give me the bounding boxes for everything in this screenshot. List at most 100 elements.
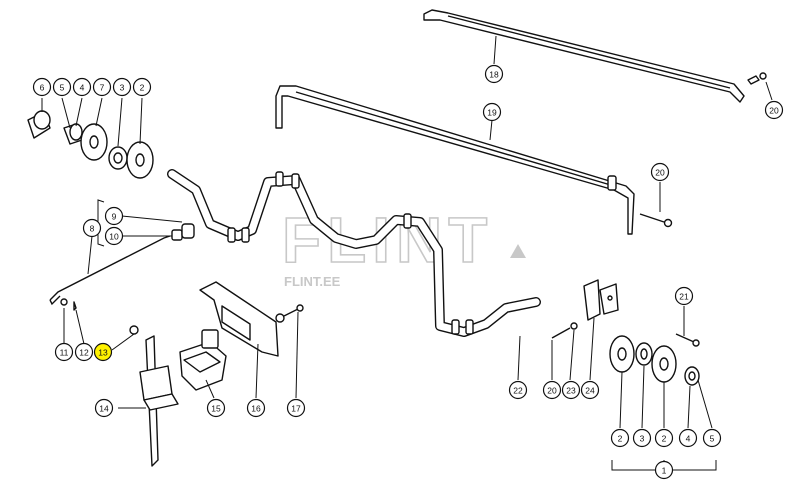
callout-6: 6	[32, 77, 52, 97]
callout-1: 1	[654, 460, 674, 480]
part-22-tube	[167, 169, 541, 337]
callout-label: 4	[686, 434, 691, 444]
callout-4: 4	[72, 77, 92, 97]
callout-circle	[92, 77, 112, 97]
callout-label: 23	[566, 386, 576, 396]
part-2-flange-lower	[609, 335, 635, 373]
callout-circle	[542, 380, 562, 400]
callout-3: 3	[112, 77, 132, 97]
callout-label: 22	[513, 386, 523, 396]
callout-circle	[764, 100, 784, 120]
callout-12: 12	[74, 342, 94, 362]
callout-label: 12	[79, 348, 89, 358]
callout-circle	[32, 77, 52, 97]
callout-label: 20	[547, 386, 557, 396]
callout-circle	[580, 380, 600, 400]
watermark-site: FLINT.EE	[284, 274, 341, 289]
callout-label: 2	[618, 434, 623, 444]
callout-label: 15	[211, 404, 221, 414]
callout-label: 8	[90, 224, 95, 234]
callout-label: 3	[120, 83, 125, 93]
callout-label: 9	[112, 212, 117, 222]
callout-circle	[482, 102, 502, 122]
part-2-flange-lower-2	[651, 345, 677, 383]
callout-8: 8	[82, 218, 102, 238]
callout-16: 16	[246, 398, 266, 418]
callout-circle	[246, 398, 266, 418]
callout-5: 5	[52, 77, 72, 97]
part-8-rod	[49, 223, 195, 335]
part-3-bearing-lower	[635, 342, 653, 366]
callout-23: 23	[561, 380, 581, 400]
callout-label: 21	[679, 292, 689, 302]
callout-label: 20	[769, 106, 779, 116]
callout-18: 18	[484, 64, 504, 84]
callout-2: 2	[610, 428, 630, 448]
callout-19: 19	[482, 102, 502, 122]
callout-label: 20	[655, 168, 665, 178]
callout-14: 14	[94, 398, 114, 418]
callout-circle	[74, 342, 94, 362]
callout-label: 14	[99, 404, 109, 414]
leader-lines	[41, 35, 773, 470]
part-4-bushing-lower	[684, 366, 700, 386]
watermark-triangle-icon	[510, 244, 526, 258]
callout-label: 24	[585, 386, 595, 396]
callout-label: 6	[40, 83, 45, 93]
part-18-bar	[423, 9, 767, 103]
callout-label: 13	[98, 348, 108, 358]
callout-label: 17	[291, 404, 301, 414]
part-2-flange	[126, 141, 154, 179]
callout-22: 22	[508, 380, 528, 400]
callout-circle	[508, 380, 528, 400]
part-3-bearing	[108, 146, 128, 170]
part-24-bracket	[583, 279, 619, 321]
part-21-bolt	[675, 333, 700, 347]
callout-circle	[94, 398, 114, 418]
callout-20: 20	[764, 100, 784, 120]
callout-circle	[702, 428, 722, 448]
callout-4: 4	[678, 428, 698, 448]
callout-circle	[654, 428, 674, 448]
callout-17: 17	[286, 398, 306, 418]
callout-label: 19	[487, 108, 497, 118]
callout-circle	[112, 77, 132, 97]
callout-circle	[72, 77, 92, 97]
part-7-flange	[80, 123, 108, 161]
callout-10: 10	[104, 226, 124, 246]
callout-label: 5	[710, 434, 715, 444]
callout-circle	[632, 428, 652, 448]
callout-24: 24	[580, 380, 600, 400]
callout-circle	[104, 206, 124, 226]
callout-2: 2	[132, 77, 152, 97]
callout-circle	[286, 398, 306, 418]
callout-label: 2	[140, 83, 145, 93]
callout-20: 20	[542, 380, 562, 400]
callout-circle	[650, 162, 670, 182]
callout-circle	[561, 380, 581, 400]
callout-circle	[54, 342, 74, 362]
callout-3: 3	[632, 428, 652, 448]
callout-13-highlighted: 13	[93, 342, 113, 362]
part-4-5-bushing	[63, 123, 83, 145]
callout-5: 5	[702, 428, 722, 448]
callout-label: 1	[662, 466, 667, 476]
callout-label: 18	[489, 70, 499, 80]
callout-label: 10	[109, 232, 119, 242]
callout-circle	[52, 77, 72, 97]
callout-9: 9	[104, 206, 124, 226]
callout-11: 11	[54, 342, 74, 362]
callout-circle	[206, 398, 226, 418]
callout-label: 4	[80, 83, 85, 93]
callout-label: 2	[662, 434, 667, 444]
callout-21: 21	[674, 286, 694, 306]
callout-7: 7	[92, 77, 112, 97]
callout-circle	[484, 64, 504, 84]
callout-label: 7	[100, 83, 105, 93]
callout-label: 11	[60, 348, 69, 358]
callout-circle	[104, 226, 124, 246]
callout-circle	[678, 428, 698, 448]
part-16-plate	[199, 281, 279, 357]
